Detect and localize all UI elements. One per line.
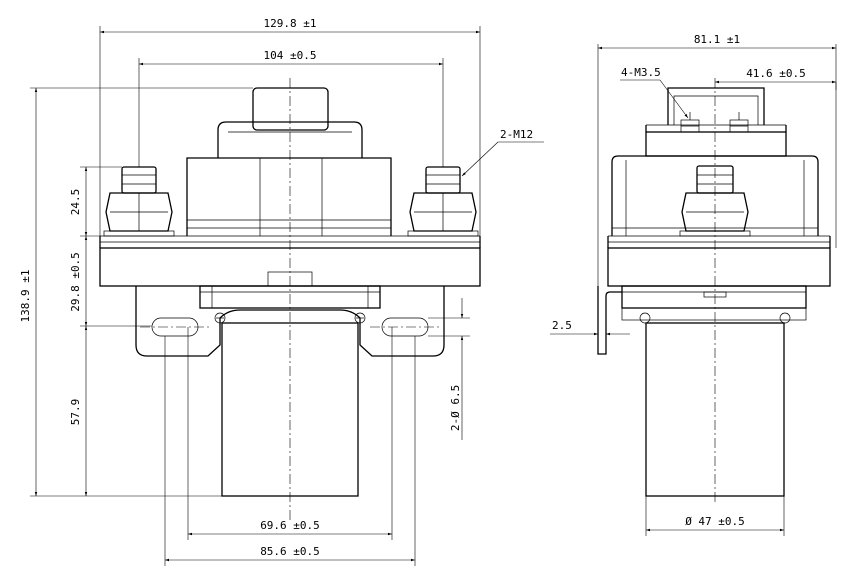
label-stud-thread: 2-M12 bbox=[500, 128, 533, 141]
dim-stud-height: 24.5 bbox=[69, 189, 82, 216]
right-terminal-stud bbox=[407, 166, 479, 237]
dim-mount-hole: 2-Ø 6.5 bbox=[449, 385, 462, 431]
side-bracket bbox=[597, 286, 622, 355]
dim-bracket-thickness: 2.5 bbox=[552, 319, 572, 332]
side-terminal-stud bbox=[679, 165, 751, 237]
mounting-bracket bbox=[135, 286, 445, 357]
side-coil-can bbox=[645, 322, 785, 497]
dim-overall-depth: 81.1 ±1 bbox=[694, 33, 740, 46]
label-aux-thread: 4-M3.5 bbox=[621, 66, 661, 79]
aux-screw-left bbox=[680, 112, 700, 133]
aux-terminal-base bbox=[645, 131, 787, 157]
front-view: 129.8 ±1 104 ±0.5 2-M12 24.5 29.8 ±0.5 5… bbox=[19, 17, 544, 566]
side-view: 81.1 ±1 41.6 ±0.5 4-M3.5 2.5 Ø 47 ±0.5 bbox=[550, 33, 837, 536]
dim-aux-offset: 41.6 ±0.5 bbox=[746, 67, 806, 80]
upper-housing bbox=[217, 121, 363, 158]
aux-screw-right bbox=[729, 112, 749, 133]
aux-terminal-block bbox=[667, 87, 765, 125]
side-housing bbox=[611, 155, 819, 236]
dim-flange-height: 29.8 ±0.5 bbox=[69, 252, 82, 312]
dim-coil-diameter: Ø 47 ±0.5 bbox=[685, 515, 745, 528]
coil-can bbox=[221, 322, 359, 497]
top-cap bbox=[252, 87, 329, 131]
dim-hole-inner-spacing: 69.6 ±0.5 bbox=[260, 519, 320, 532]
side-base-plate bbox=[607, 247, 831, 287]
dim-overall-width: 129.8 ±1 bbox=[264, 17, 317, 30]
dim-coil-height: 57.9 bbox=[69, 399, 82, 426]
dim-stud-spacing: 104 ±0.5 bbox=[264, 49, 317, 62]
left-terminal-stud bbox=[103, 166, 175, 237]
dim-hole-outer-spacing: 85.6 ±0.5 bbox=[260, 545, 320, 558]
main-housing bbox=[186, 157, 392, 236]
under-frame bbox=[199, 285, 381, 309]
dim-overall-height: 138.9 ±1 bbox=[19, 270, 32, 323]
